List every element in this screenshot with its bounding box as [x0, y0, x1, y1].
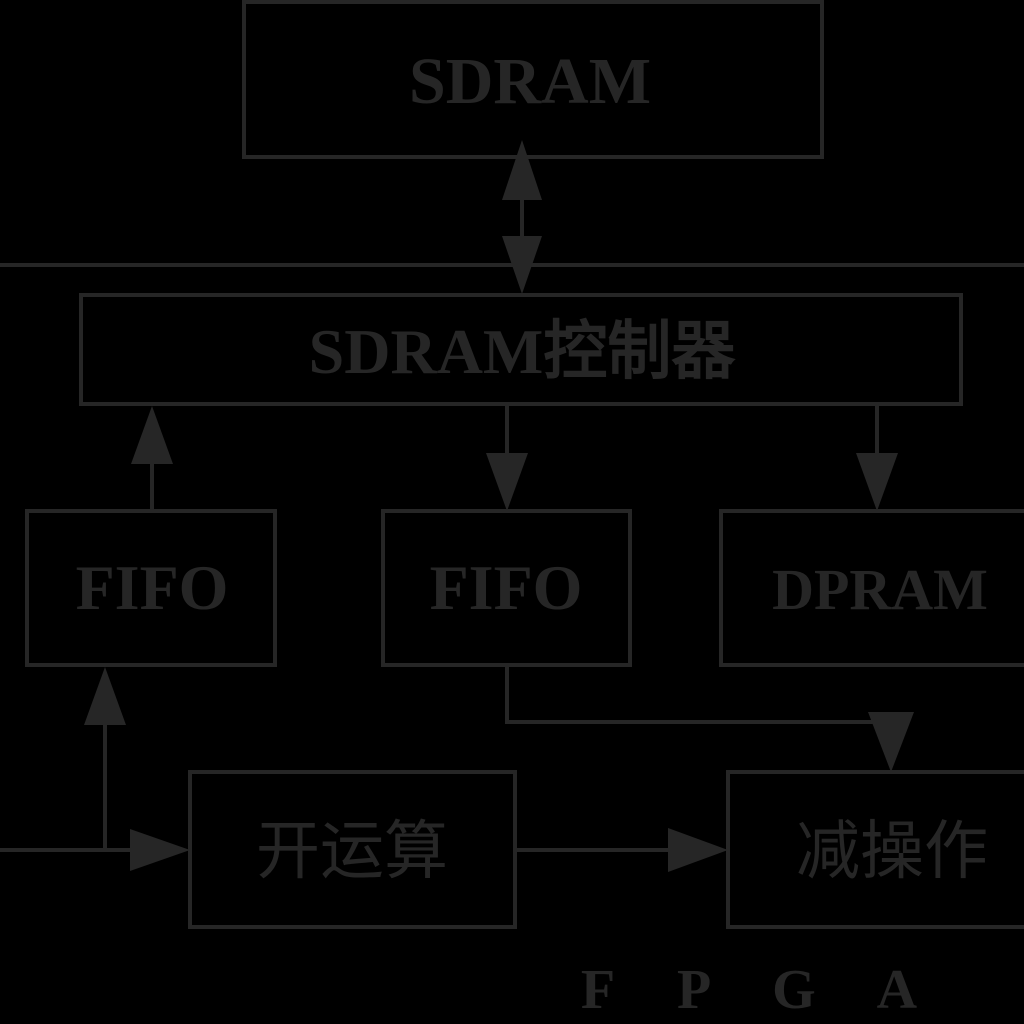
- arrowhead-up: [84, 667, 126, 725]
- opening-op-block: 开运算: [188, 770, 517, 929]
- sdram-controller-block: SDRAM控制器: [79, 293, 963, 406]
- arrowhead-down: [868, 712, 914, 772]
- sdram-box: [242, 0, 824, 159]
- fifo-mid-to-subtract-arrow: [505, 665, 914, 772]
- fifo-left-label: FIFO: [76, 552, 229, 623]
- subtract-op-box: [726, 770, 1024, 929]
- fifo-left-to-controller-arrow: [131, 406, 173, 511]
- fpga-label: F P G A: [581, 959, 931, 1021]
- opening-op-label: 开运算: [256, 815, 448, 889]
- fifo-mid-label: FIFO: [430, 552, 583, 623]
- fifo-mid-block: FIFO: [381, 509, 632, 667]
- subtract-op-label: 减操作: [796, 815, 988, 889]
- dpram-block: DPRAM: [719, 509, 1024, 667]
- arrowhead-up: [502, 140, 542, 200]
- subtract-op-block: 减操作: [726, 770, 1024, 929]
- dpram-box: [719, 509, 1024, 667]
- arrowhead-down: [502, 236, 542, 294]
- sdram-controller-box: [79, 293, 963, 406]
- sdram-bidirectional-arrow: [502, 140, 542, 294]
- arrowhead-up: [131, 406, 173, 464]
- sdram-block: SDRAM: [242, 0, 824, 159]
- fifo-left-block: FIFO: [25, 509, 277, 667]
- input-branch-to-fifo-left-arrow: [84, 667, 126, 850]
- sdram-controller-label: SDRAM控制器: [309, 316, 737, 387]
- arrowhead-right: [130, 829, 190, 871]
- sdram-label: SDRAM: [409, 45, 651, 118]
- arrowhead-right: [668, 828, 728, 872]
- dpram-label: DPRAM: [772, 557, 988, 622]
- controller-to-dpram-arrow: [856, 404, 898, 511]
- controller-to-fifo-mid-arrow: [486, 404, 528, 511]
- arrowhead-down: [486, 453, 528, 511]
- opening-to-subtract-arrow: [515, 828, 728, 872]
- arrowhead-down: [856, 453, 898, 511]
- input-to-opening-arrow: [0, 829, 190, 871]
